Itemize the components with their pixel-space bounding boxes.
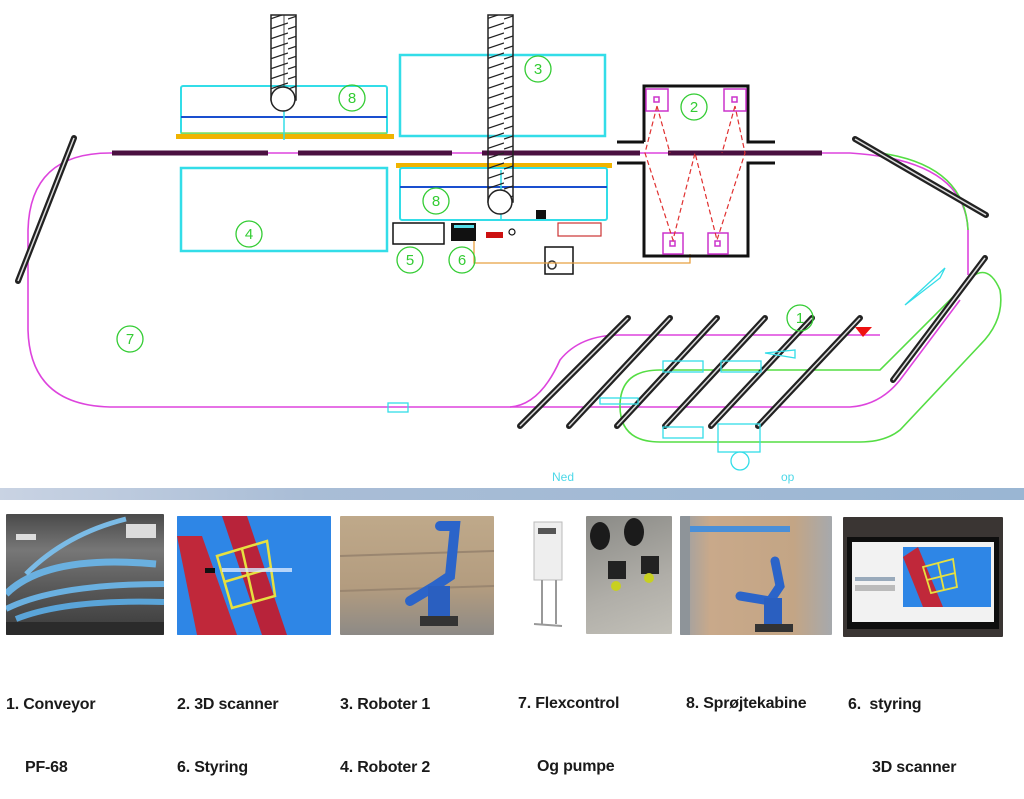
control-equipment: 5 6 [392, 222, 691, 275]
marker-red-icon [855, 327, 872, 337]
photo-control-monitor [843, 517, 1003, 637]
photo-flexcontrol [530, 520, 566, 632]
plant-layout-diagram: 8 3 4 8 [15, 14, 1002, 484]
caption-scanner-line2: 6. Styring [177, 759, 248, 776]
scan-grid-icon [177, 516, 331, 635]
caption-control-line2: 3D scanner [872, 759, 957, 776]
caption-conveyor-line1: 1. Conveyor [6, 696, 96, 713]
scanner-enclosure [617, 84, 775, 258]
photo-conveyor [6, 514, 164, 635]
station-label-3: 3 [534, 61, 542, 78]
pump-icon [590, 518, 659, 591]
photo-3d-scan-screen [177, 516, 331, 635]
section-divider [0, 488, 1024, 500]
caption-control-line1: 6. styring [848, 696, 922, 713]
caption-robot: 3. Roboter 1 4. Roboter 2 [340, 652, 430, 799]
robot-area-4: 4 [179, 166, 389, 253]
caption-booth-line1: 8. Sprøjtekabine [686, 695, 807, 712]
caption-robot-line2: 4. Roboter 2 [340, 759, 431, 776]
monitor-icon [847, 537, 999, 629]
caption-control: 6. styring 3D scanner [848, 652, 956, 799]
station-label-8b: 8 [432, 193, 440, 210]
direction-label-down: Ned [552, 470, 574, 484]
caption-flexcontrol-line2: Og pumpe [537, 758, 615, 775]
caption-scanner: 2. 3D scanner 6. Styring [177, 652, 279, 799]
scanner-cameras [645, 88, 747, 255]
robot-arm-icon [340, 521, 494, 626]
caption-flexcontrol-line1: 7. Flexcontrol [518, 695, 620, 712]
photo-pumps [586, 516, 672, 634]
caption-flexcontrol: 7. Flexcontrol Og pumpe [518, 651, 619, 798]
photo-robot [340, 516, 494, 635]
conveyor-rails-icon [6, 516, 164, 635]
station-label-6: 6 [458, 252, 466, 269]
direction-label-up: op [781, 470, 795, 484]
station-label-1: 1 [796, 310, 804, 327]
spray-booth-upper: 8 [176, 84, 394, 140]
caption-robot-line1: 3. Roboter 1 [340, 696, 431, 713]
caption-booth: 8. Sprøjtekabine [686, 651, 807, 735]
station-label-8a: 8 [348, 90, 356, 107]
station-label-5: 5 [406, 252, 414, 269]
station-label-7: 7 [126, 331, 134, 348]
caption-conveyor: 1. Conveyor PF-68 [6, 652, 96, 799]
return-loop [619, 152, 1002, 443]
flexcontrol-cabinet-icon [533, 521, 563, 627]
station-label-2: 2 [690, 99, 698, 116]
caption-scanner-line1: 2. 3D scanner [177, 696, 279, 713]
robot-arm-center [487, 14, 514, 215]
scanner-beams [644, 105, 746, 243]
station-label-4: 4 [245, 226, 253, 243]
photo-spray-booth [680, 516, 832, 635]
track-fittings [387, 267, 946, 471]
caption-conveyor-line2: PF-68 [25, 759, 68, 776]
booth-robot-icon [680, 516, 793, 635]
robot-arm-left [270, 14, 297, 112]
